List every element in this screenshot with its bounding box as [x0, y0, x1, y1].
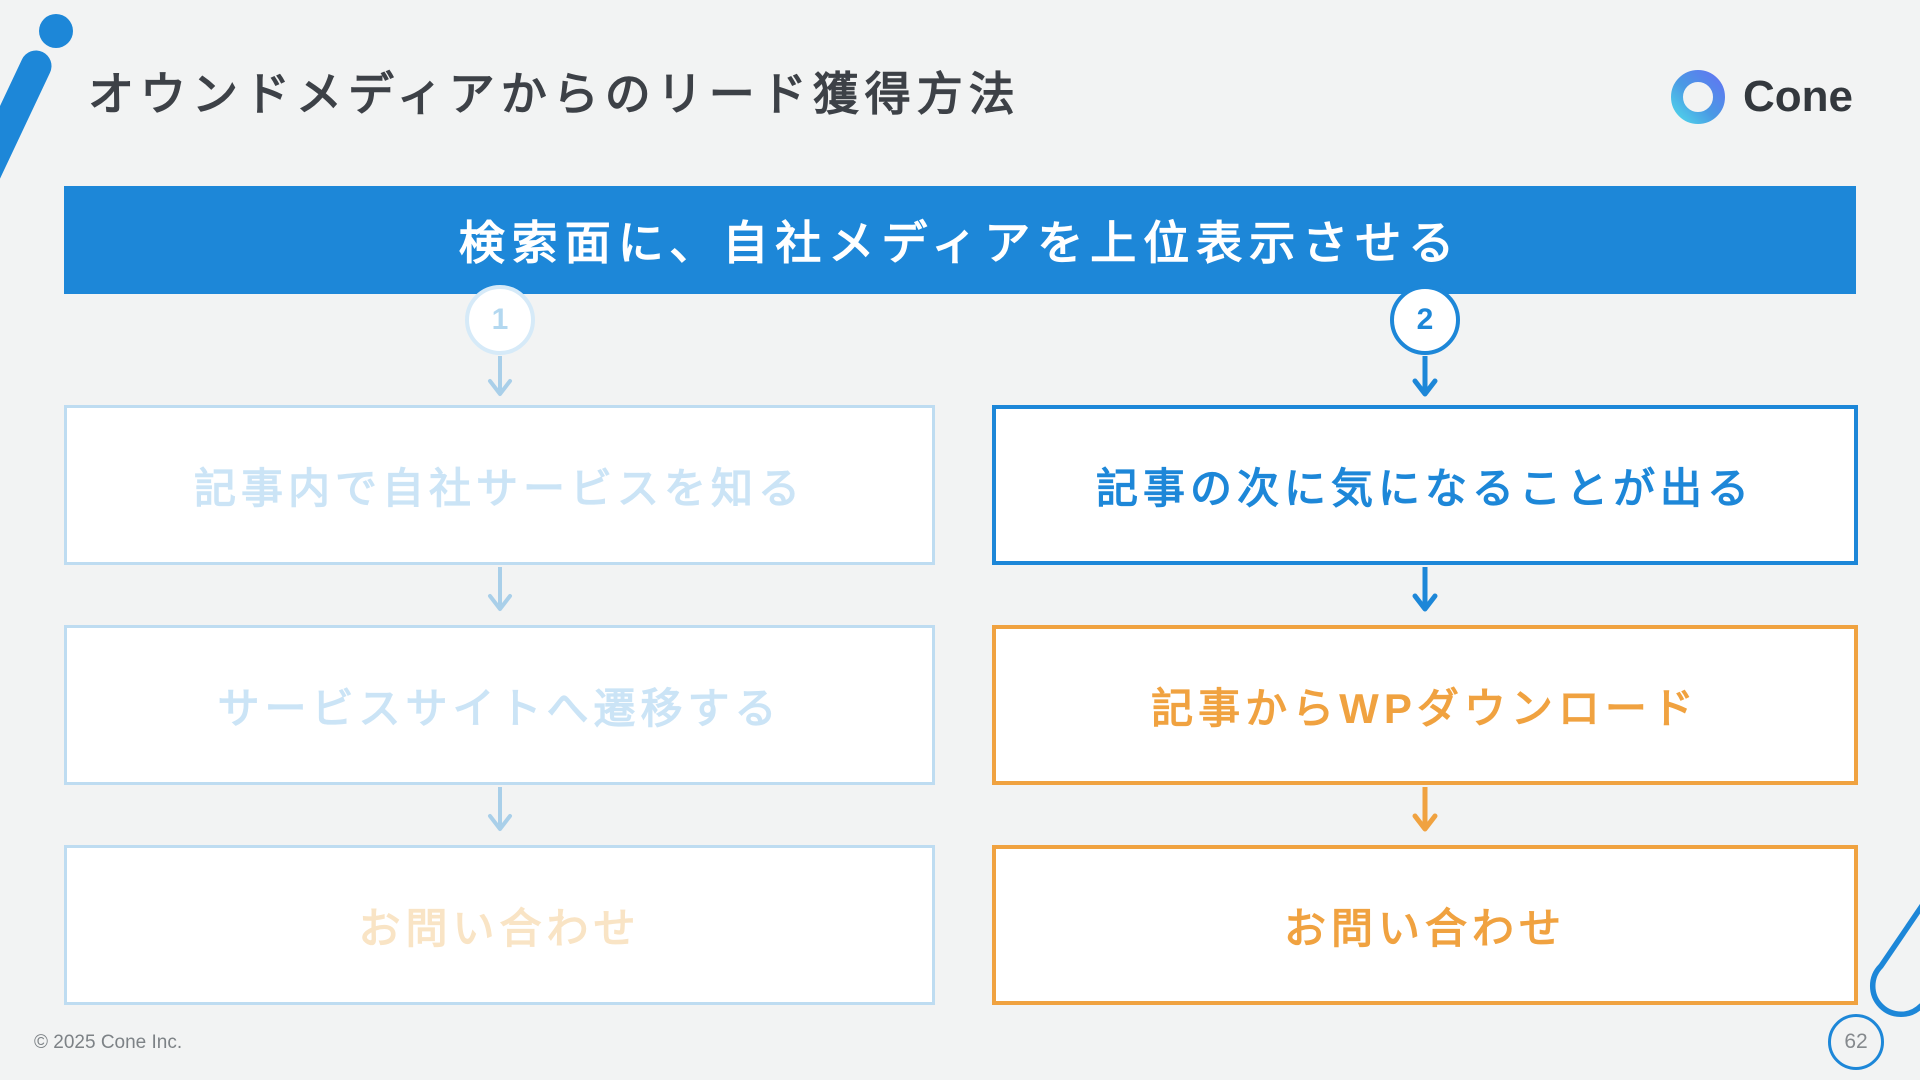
- cone-logo-text: Cone: [1743, 72, 1853, 121]
- flow2-box-3-label: お問い合わせ: [1283, 904, 1566, 952]
- arrow-down-icon: [1412, 356, 1438, 397]
- flow1-box-2-label: サービスサイトへ遷移する: [217, 684, 782, 732]
- flow2-box-2-label: 記事からWPダウンロード: [1151, 684, 1699, 732]
- step-1-badge: 1: [465, 285, 535, 355]
- flow2-box-2: 記事からWPダウンロード: [992, 625, 1858, 785]
- page-number-badge: 62: [1828, 1014, 1884, 1070]
- arrow-down-icon: [488, 567, 512, 611]
- arrow-down-icon: [488, 356, 512, 396]
- page-title: オウンドメディアからのリード獲得方法: [88, 68, 1021, 120]
- cone-logo-ring-icon: [1671, 70, 1725, 124]
- arrow-down-icon: [1412, 787, 1438, 832]
- brand-slash-topleft-icon: [0, 14, 73, 179]
- brand-hook-bottomright-icon: [1869, 903, 1920, 1018]
- cone-logo: Cone: [1671, 70, 1853, 124]
- flow1-box-1: 記事内で自社サービスを知る: [64, 405, 935, 565]
- flow2-box-1: 記事の次に気になることが出る: [992, 405, 1858, 565]
- flow1-box-2: サービスサイトへ遷移する: [64, 625, 935, 785]
- arrow-down-icon: [488, 787, 512, 831]
- step-2-badge: 2: [1390, 285, 1460, 355]
- headline-banner: 検索面に、自社メディアを上位表示させる: [64, 186, 1856, 294]
- arrow-down-icon: [1412, 567, 1438, 612]
- copyright-text: © 2025 Cone Inc.: [34, 1032, 183, 1053]
- flow2-box-1-label: 記事の次に気になることが出る: [1095, 464, 1754, 512]
- flow1-box-3: お問い合わせ: [64, 845, 935, 1005]
- flow1-box-1-label: 記事内で自社サービスを知る: [193, 464, 805, 512]
- flow2-box-3: お問い合わせ: [992, 845, 1858, 1005]
- flow1-box-3-label: お問い合わせ: [358, 904, 641, 952]
- headline-banner-label: 検索面に、自社メディアを上位表示させる: [458, 217, 1462, 269]
